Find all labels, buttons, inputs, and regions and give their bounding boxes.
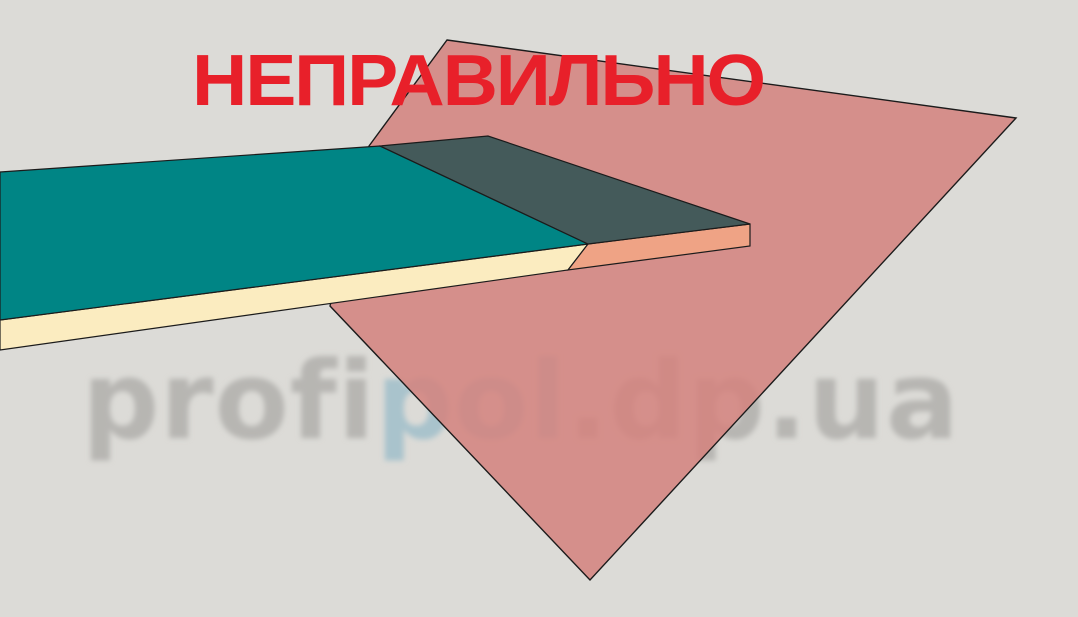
headline-label: НЕПРАВИЛЬНО: [192, 41, 764, 121]
tilted-plane: [329, 39, 1018, 582]
watermark-part-profi: profi: [82, 339, 376, 464]
board-top-face-end: [377, 135, 751, 245]
